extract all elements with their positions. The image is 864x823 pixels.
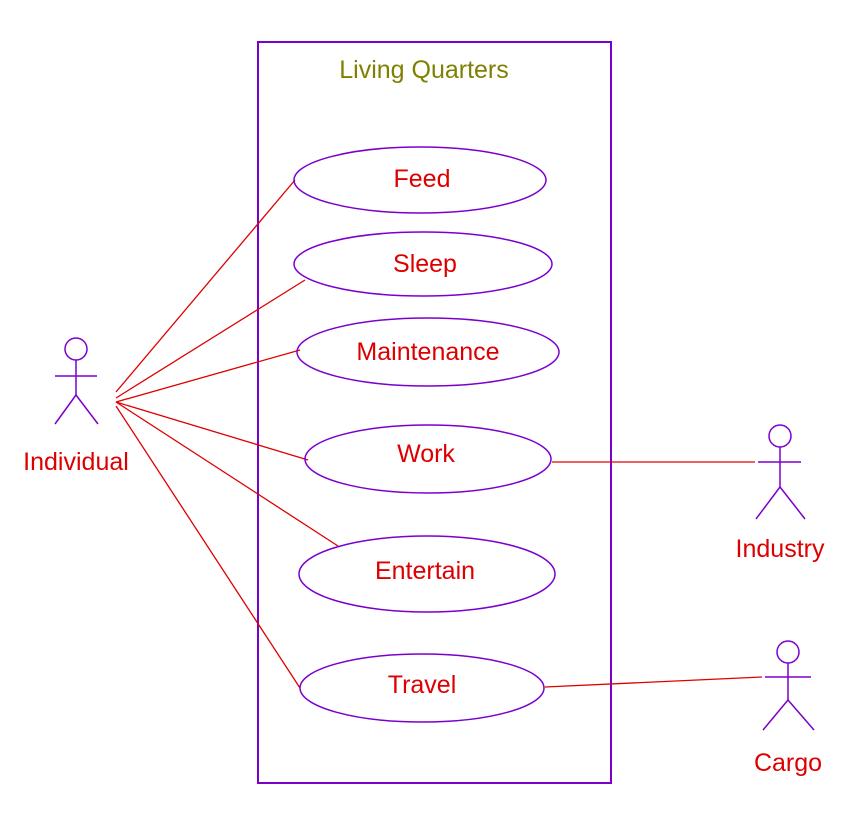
association-individual-maintenance [115, 349, 301, 403]
system-boundary-box [257, 41, 612, 784]
association-individual-sleep [115, 279, 306, 399]
stick-figure-icon [54, 337, 99, 425]
use-case-maintenance: Maintenance [296, 317, 560, 387]
system-boundary: Living Quarters [257, 41, 612, 784]
stick-figure-icon [762, 640, 815, 731]
use-case-ellipse [298, 535, 556, 613]
association-individual-travel [115, 405, 301, 689]
use-case-entertain: Entertain [298, 535, 556, 613]
use-case-label: Travel [388, 671, 457, 699]
use-case-label: Sleep [393, 250, 457, 278]
use-case-feed: Feed [293, 146, 547, 214]
stick-figure-icon [755, 424, 806, 520]
use-case-label: Entertain [375, 557, 475, 585]
use-case-label: Feed [394, 165, 451, 193]
use-case-ellipse [293, 146, 547, 214]
association-cargo-travel [544, 676, 763, 688]
actor-individual: Individual [23, 337, 129, 476]
actor-industry: Industry [736, 424, 825, 563]
use-case-ellipse [304, 424, 552, 494]
actor-label: Industry [736, 535, 825, 563]
actor-label: Cargo [754, 749, 822, 777]
system-title: Living Quarters [339, 56, 509, 84]
use-case-ellipse [299, 653, 545, 723]
use-case-label: Work [397, 440, 455, 468]
actor-cargo: Cargo [754, 640, 822, 777]
association-individual-entertain [115, 401, 339, 547]
use-case-travel: Travel [299, 653, 545, 723]
use-case-label: Maintenance [356, 338, 499, 366]
association-individual-work [115, 401, 309, 461]
association-individual-feed [115, 179, 296, 393]
use-case-ellipse [296, 317, 560, 387]
actor-label: Individual [23, 448, 129, 476]
association-lines [115, 179, 763, 689]
use-case-ellipse [293, 231, 553, 297]
use-case-work: Work [304, 424, 552, 494]
use-case-sleep: Sleep [293, 231, 553, 297]
